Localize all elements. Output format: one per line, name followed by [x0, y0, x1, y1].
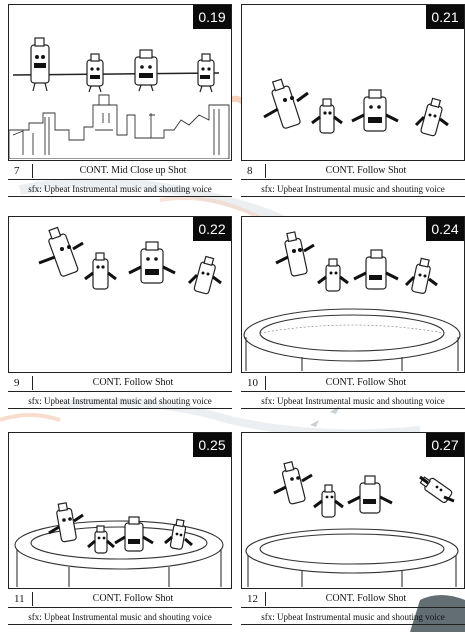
divider	[265, 376, 266, 390]
panel-number: 7	[14, 165, 20, 177]
divider	[32, 164, 33, 178]
panel-9: 0.22 9 CONT. Follow Shot sfx: Upbeat Ins…	[8, 216, 232, 409]
divider	[32, 376, 33, 390]
divider	[265, 592, 266, 606]
shot-description: CONT. Follow Shot	[92, 593, 174, 604]
panel-image: 0.24	[241, 216, 465, 373]
shot-row: 9 CONT. Follow Shot	[8, 375, 232, 392]
panel-number: 10	[247, 377, 258, 389]
sfx-note: sfx: Upbeat Instrumental music and shout…	[241, 182, 465, 197]
shot-row: 8 CONT. Follow Shot	[241, 163, 465, 180]
divider	[265, 164, 266, 178]
timestamp-badge: 0.19	[193, 5, 231, 29]
timestamp-badge: 0.25	[193, 433, 231, 457]
panel-number: 9	[14, 377, 20, 389]
panel-image: 0.22	[8, 216, 232, 373]
sfx-note: sfx: Upbeat Instrumental music and shout…	[8, 182, 232, 197]
panel-7: 0.19 7 CONT. Mid Close up Shot sfx: Upbe…	[8, 4, 232, 197]
shot-row: 10 CONT. Follow Shot	[241, 375, 465, 392]
shot-row: 12 CONT. Follow Shot	[241, 591, 465, 608]
panel-number: 12	[247, 593, 258, 605]
panel-image: 0.19	[8, 4, 232, 161]
sfx-note: sfx: Upbeat Instrumental music and shout…	[8, 610, 232, 625]
timestamp-badge: 0.27	[426, 433, 464, 457]
shot-row: 11 CONT. Follow Shot	[8, 591, 232, 608]
panel-12: 0.27 12 CONT. Follow Shot sfx: Upbeat In…	[241, 432, 465, 625]
shot-description: CONT. Follow Shot	[325, 165, 407, 176]
panel-image: 0.27	[241, 432, 465, 589]
panel-11: 0.25 11 CONT. Follow Shot sfx: Upbeat In…	[8, 432, 232, 625]
sfx-note: sfx: Upbeat Instrumental music and shout…	[241, 610, 465, 625]
panel-8: 0.21 8 CONT. Follow Shot sfx: Upbeat Ins…	[241, 4, 465, 197]
timestamp-badge: 0.24	[426, 217, 464, 241]
shot-description: CONT. Follow Shot	[92, 377, 174, 388]
timestamp-badge: 0.21	[426, 5, 464, 29]
panel-number: 11	[14, 593, 25, 605]
panel-10: 0.24 10 CONT. Follow Shot sfx: Upbeat In…	[241, 216, 465, 409]
timestamp-badge: 0.22	[193, 217, 231, 241]
shot-description: CONT. Mid Close up Shot	[79, 165, 187, 176]
panel-image: 0.21	[241, 4, 465, 161]
shot-description: CONT. Follow Shot	[325, 377, 407, 388]
panel-image: 0.25	[8, 432, 232, 589]
sfx-note: sfx: Upbeat Instrumental music and shout…	[241, 394, 465, 409]
sfx-note: sfx: Upbeat Instrumental music and shout…	[8, 394, 232, 409]
shot-row: 7 CONT. Mid Close up Shot	[8, 163, 232, 180]
divider	[32, 592, 33, 606]
shot-description: CONT. Follow Shot	[325, 593, 407, 604]
panel-number: 8	[247, 165, 253, 177]
